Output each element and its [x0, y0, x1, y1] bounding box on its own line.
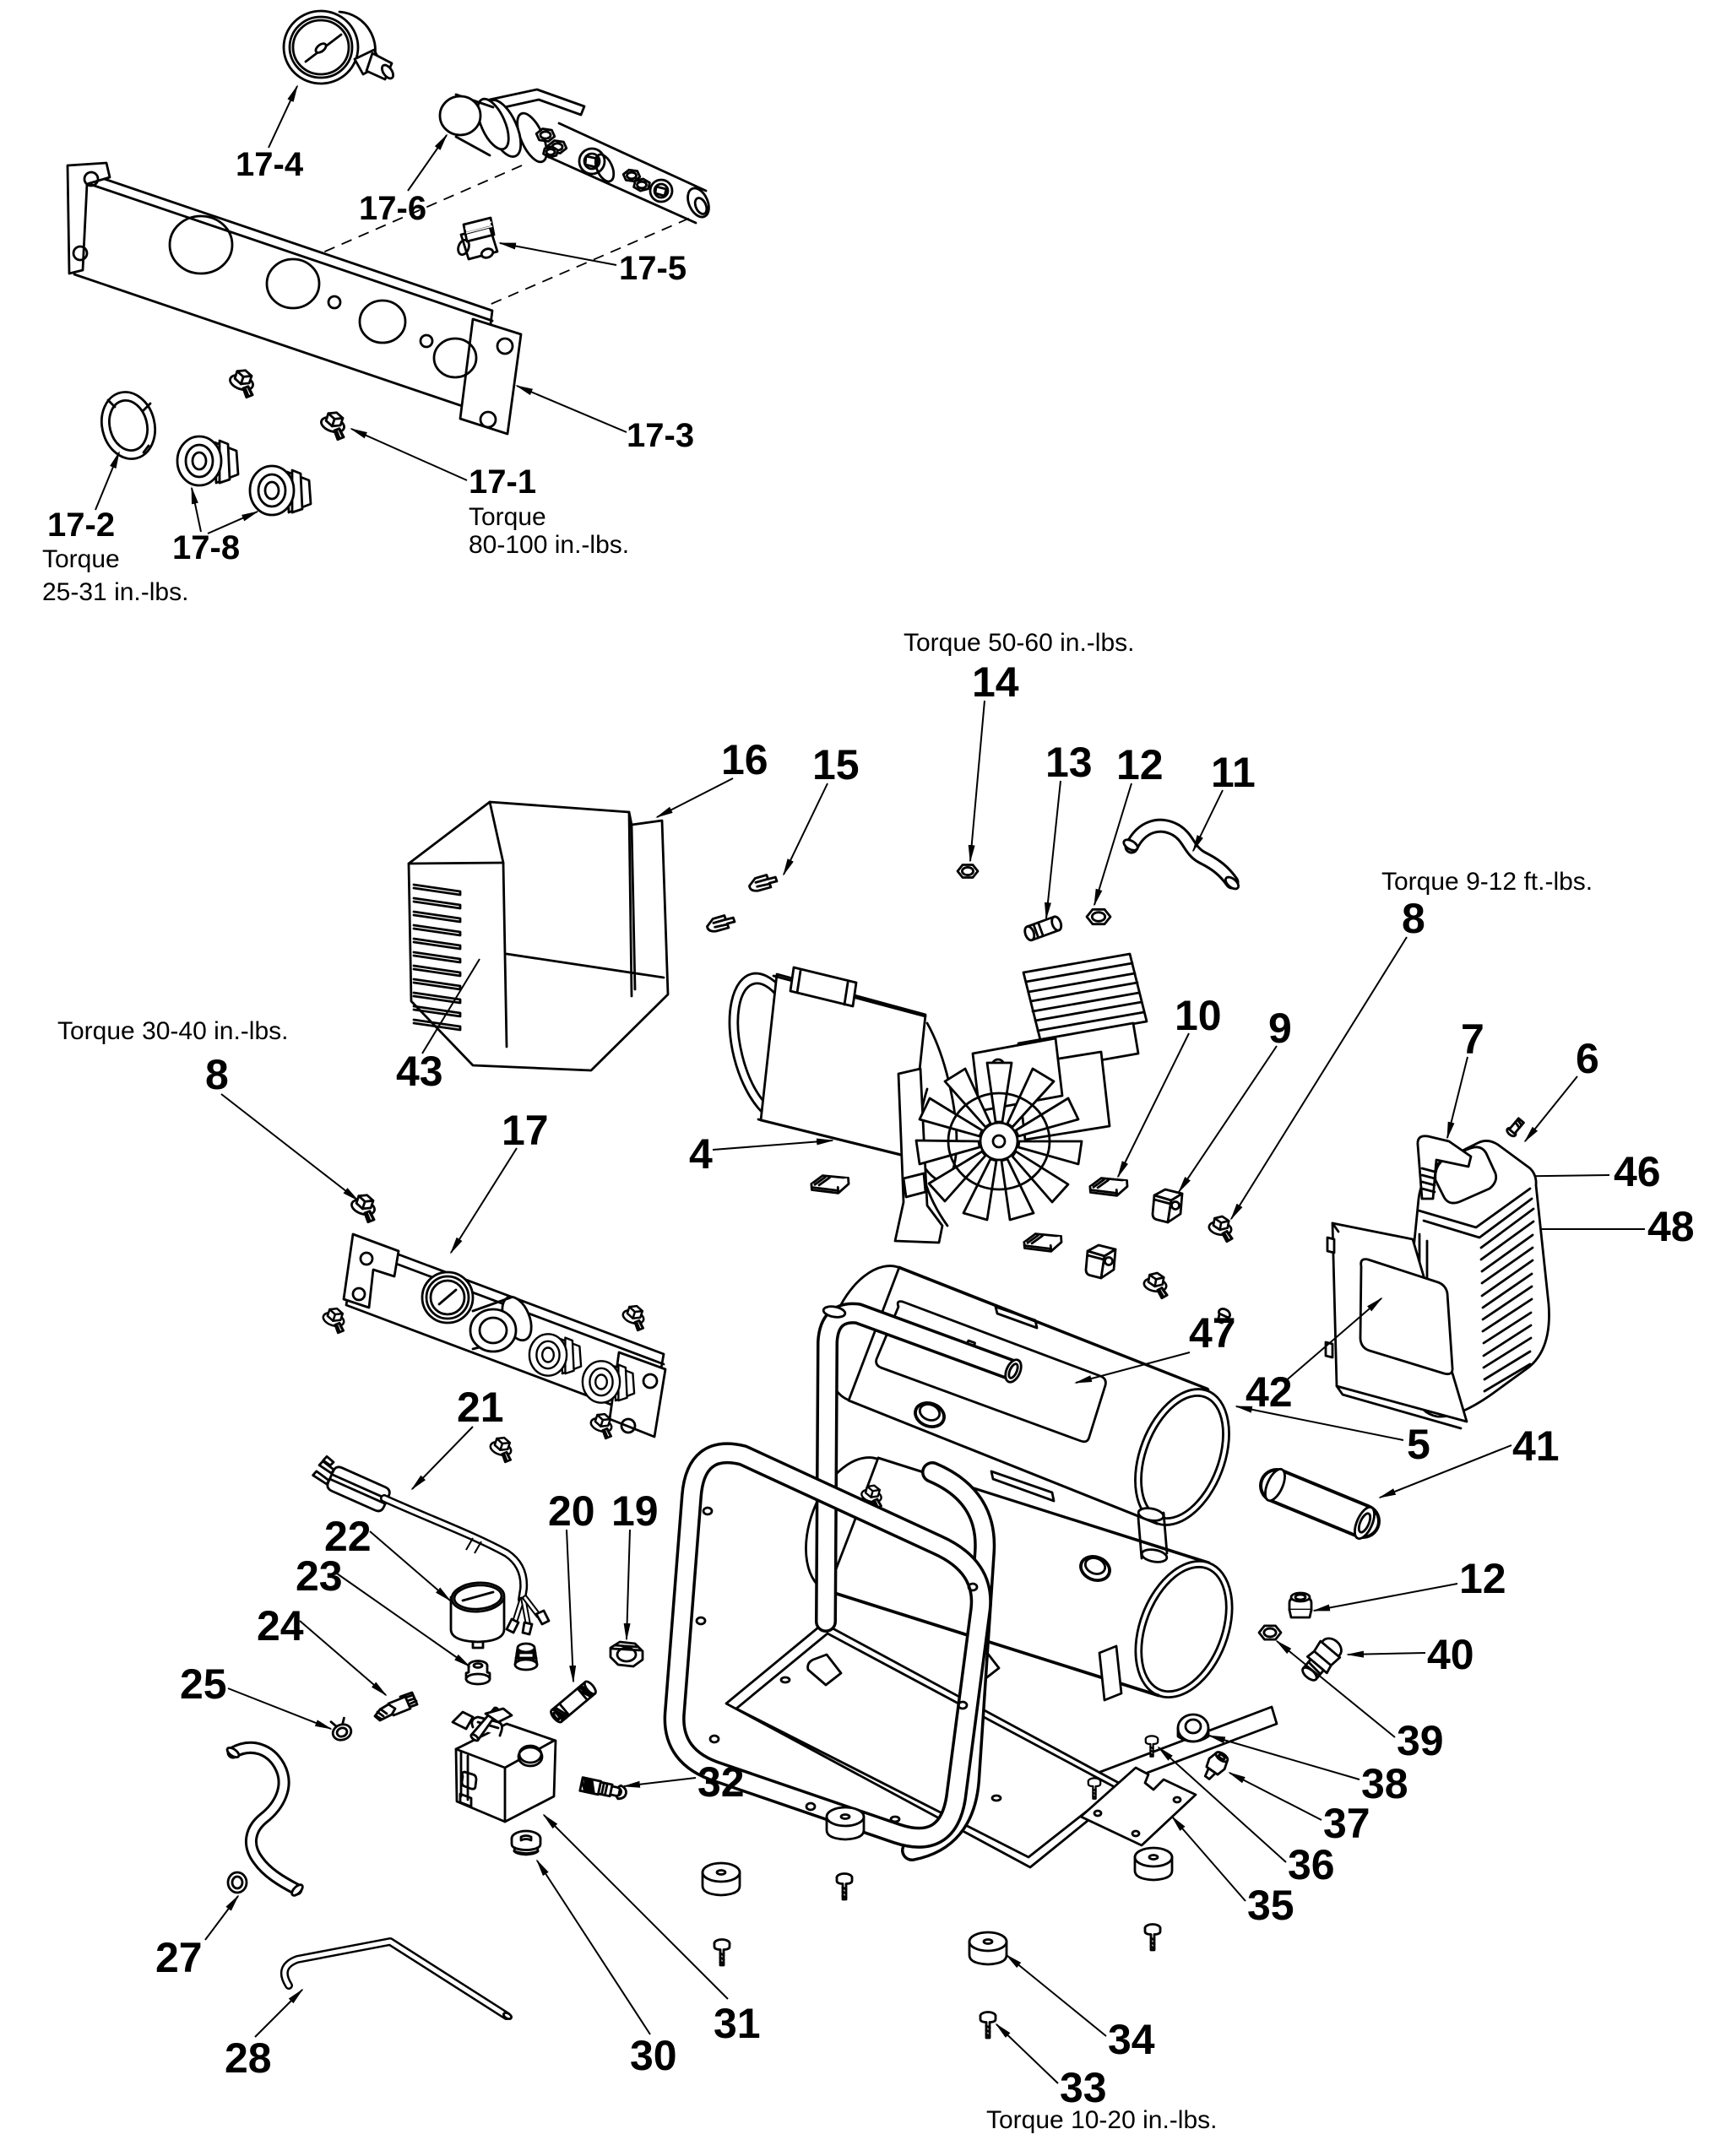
svg-text:Torque: Torque: [469, 503, 546, 531]
svg-text:Torque 50-60 in.-lbs.: Torque 50-60 in.-lbs.: [904, 629, 1135, 657]
svg-text:48: 48: [1647, 1203, 1695, 1250]
svg-text:17-2: 17-2: [47, 506, 115, 544]
svg-text:46: 46: [1614, 1148, 1661, 1195]
svg-text:15: 15: [812, 741, 860, 788]
svg-text:Torque 9-12 ft.-lbs.: Torque 9-12 ft.-lbs.: [1381, 868, 1593, 896]
svg-text:Torque 30-40 in.-lbs.: Torque 30-40 in.-lbs.: [57, 1017, 289, 1045]
svg-text:22: 22: [324, 1513, 372, 1560]
svg-text:25: 25: [180, 1660, 227, 1708]
svg-text:Torque 10-20 in.-lbs.: Torque 10-20 in.-lbs.: [986, 2106, 1218, 2134]
svg-text:7: 7: [1461, 1016, 1484, 1063]
svg-text:43: 43: [396, 1048, 443, 1095]
svg-text:17-8: 17-8: [172, 529, 240, 566]
svg-text:17-3: 17-3: [627, 417, 694, 454]
svg-text:8: 8: [205, 1051, 229, 1098]
svg-text:12: 12: [1459, 1555, 1506, 1602]
svg-text:17-5: 17-5: [619, 250, 687, 287]
svg-text:23: 23: [296, 1552, 343, 1600]
svg-text:25-31 in.-lbs.: 25-31 in.-lbs.: [42, 578, 188, 606]
svg-text:Torque: Torque: [42, 545, 120, 573]
svg-text:16: 16: [721, 736, 768, 783]
svg-text:40: 40: [1427, 1631, 1474, 1678]
svg-text:17-6: 17-6: [359, 190, 426, 227]
svg-text:20: 20: [548, 1487, 595, 1535]
svg-text:19: 19: [611, 1487, 659, 1535]
svg-text:5: 5: [1407, 1421, 1430, 1468]
svg-text:14: 14: [972, 658, 1019, 706]
svg-text:11: 11: [1211, 749, 1256, 796]
svg-text:38: 38: [1361, 1760, 1408, 1807]
svg-text:34: 34: [1108, 2016, 1155, 2063]
svg-text:6: 6: [1576, 1035, 1599, 1082]
svg-text:35: 35: [1247, 1882, 1294, 1929]
svg-text:36: 36: [1288, 1841, 1335, 1888]
svg-text:10: 10: [1175, 992, 1222, 1039]
svg-text:31: 31: [714, 2000, 761, 2047]
svg-text:4: 4: [689, 1130, 713, 1178]
svg-text:30: 30: [630, 2032, 677, 2079]
svg-text:41: 41: [1512, 1422, 1560, 1470]
svg-text:37: 37: [1323, 1800, 1370, 1847]
svg-text:8: 8: [1402, 895, 1425, 942]
svg-text:13: 13: [1045, 739, 1093, 786]
svg-text:32: 32: [697, 1758, 745, 1806]
svg-text:17-1: 17-1: [469, 463, 536, 501]
svg-text:21: 21: [457, 1384, 504, 1431]
svg-text:17-4: 17-4: [236, 146, 304, 183]
svg-text:33: 33: [1060, 2064, 1107, 2111]
svg-text:17: 17: [502, 1107, 549, 1154]
svg-text:28: 28: [225, 2034, 272, 2082]
svg-text:9: 9: [1268, 1005, 1292, 1052]
svg-text:39: 39: [1397, 1717, 1444, 1764]
svg-text:27: 27: [155, 1934, 203, 1981]
svg-text:24: 24: [257, 1602, 304, 1650]
svg-text:42: 42: [1246, 1368, 1293, 1416]
svg-text:80-100 in.-lbs.: 80-100 in.-lbs.: [469, 531, 629, 559]
svg-text:47: 47: [1189, 1309, 1236, 1357]
svg-text:12: 12: [1116, 741, 1164, 788]
